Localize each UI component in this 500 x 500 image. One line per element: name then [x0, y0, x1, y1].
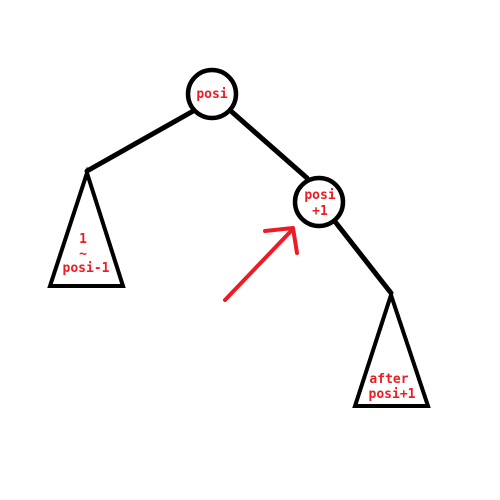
right-subtree-triangle — [352, 288, 431, 408]
left-subtree-triangle — [47, 166, 126, 288]
left-subtree-label-line2: ~ — [79, 247, 87, 262]
right-node-circle — [292, 175, 346, 229]
pointer-arrow-icon — [223, 226, 299, 302]
right-subtree-label-line1: after — [369, 372, 408, 387]
edge-right-node-to-right-subtree — [330, 216, 394, 296]
edge-root-to-left-subtree — [84, 107, 198, 174]
right-subtree-label-line2: posi+1 — [369, 387, 416, 402]
edge-root-to-right-node — [229, 109, 310, 181]
left-subtree-label-line3: posi-1 — [63, 261, 110, 276]
left-subtree-label-line1: 1 — [79, 232, 87, 247]
right-node-label-line1: posi — [304, 188, 335, 203]
root-node-label: posi — [196, 87, 227, 102]
right-node-label-line2: +1 — [312, 204, 328, 219]
root-node-circle — [185, 67, 239, 121]
